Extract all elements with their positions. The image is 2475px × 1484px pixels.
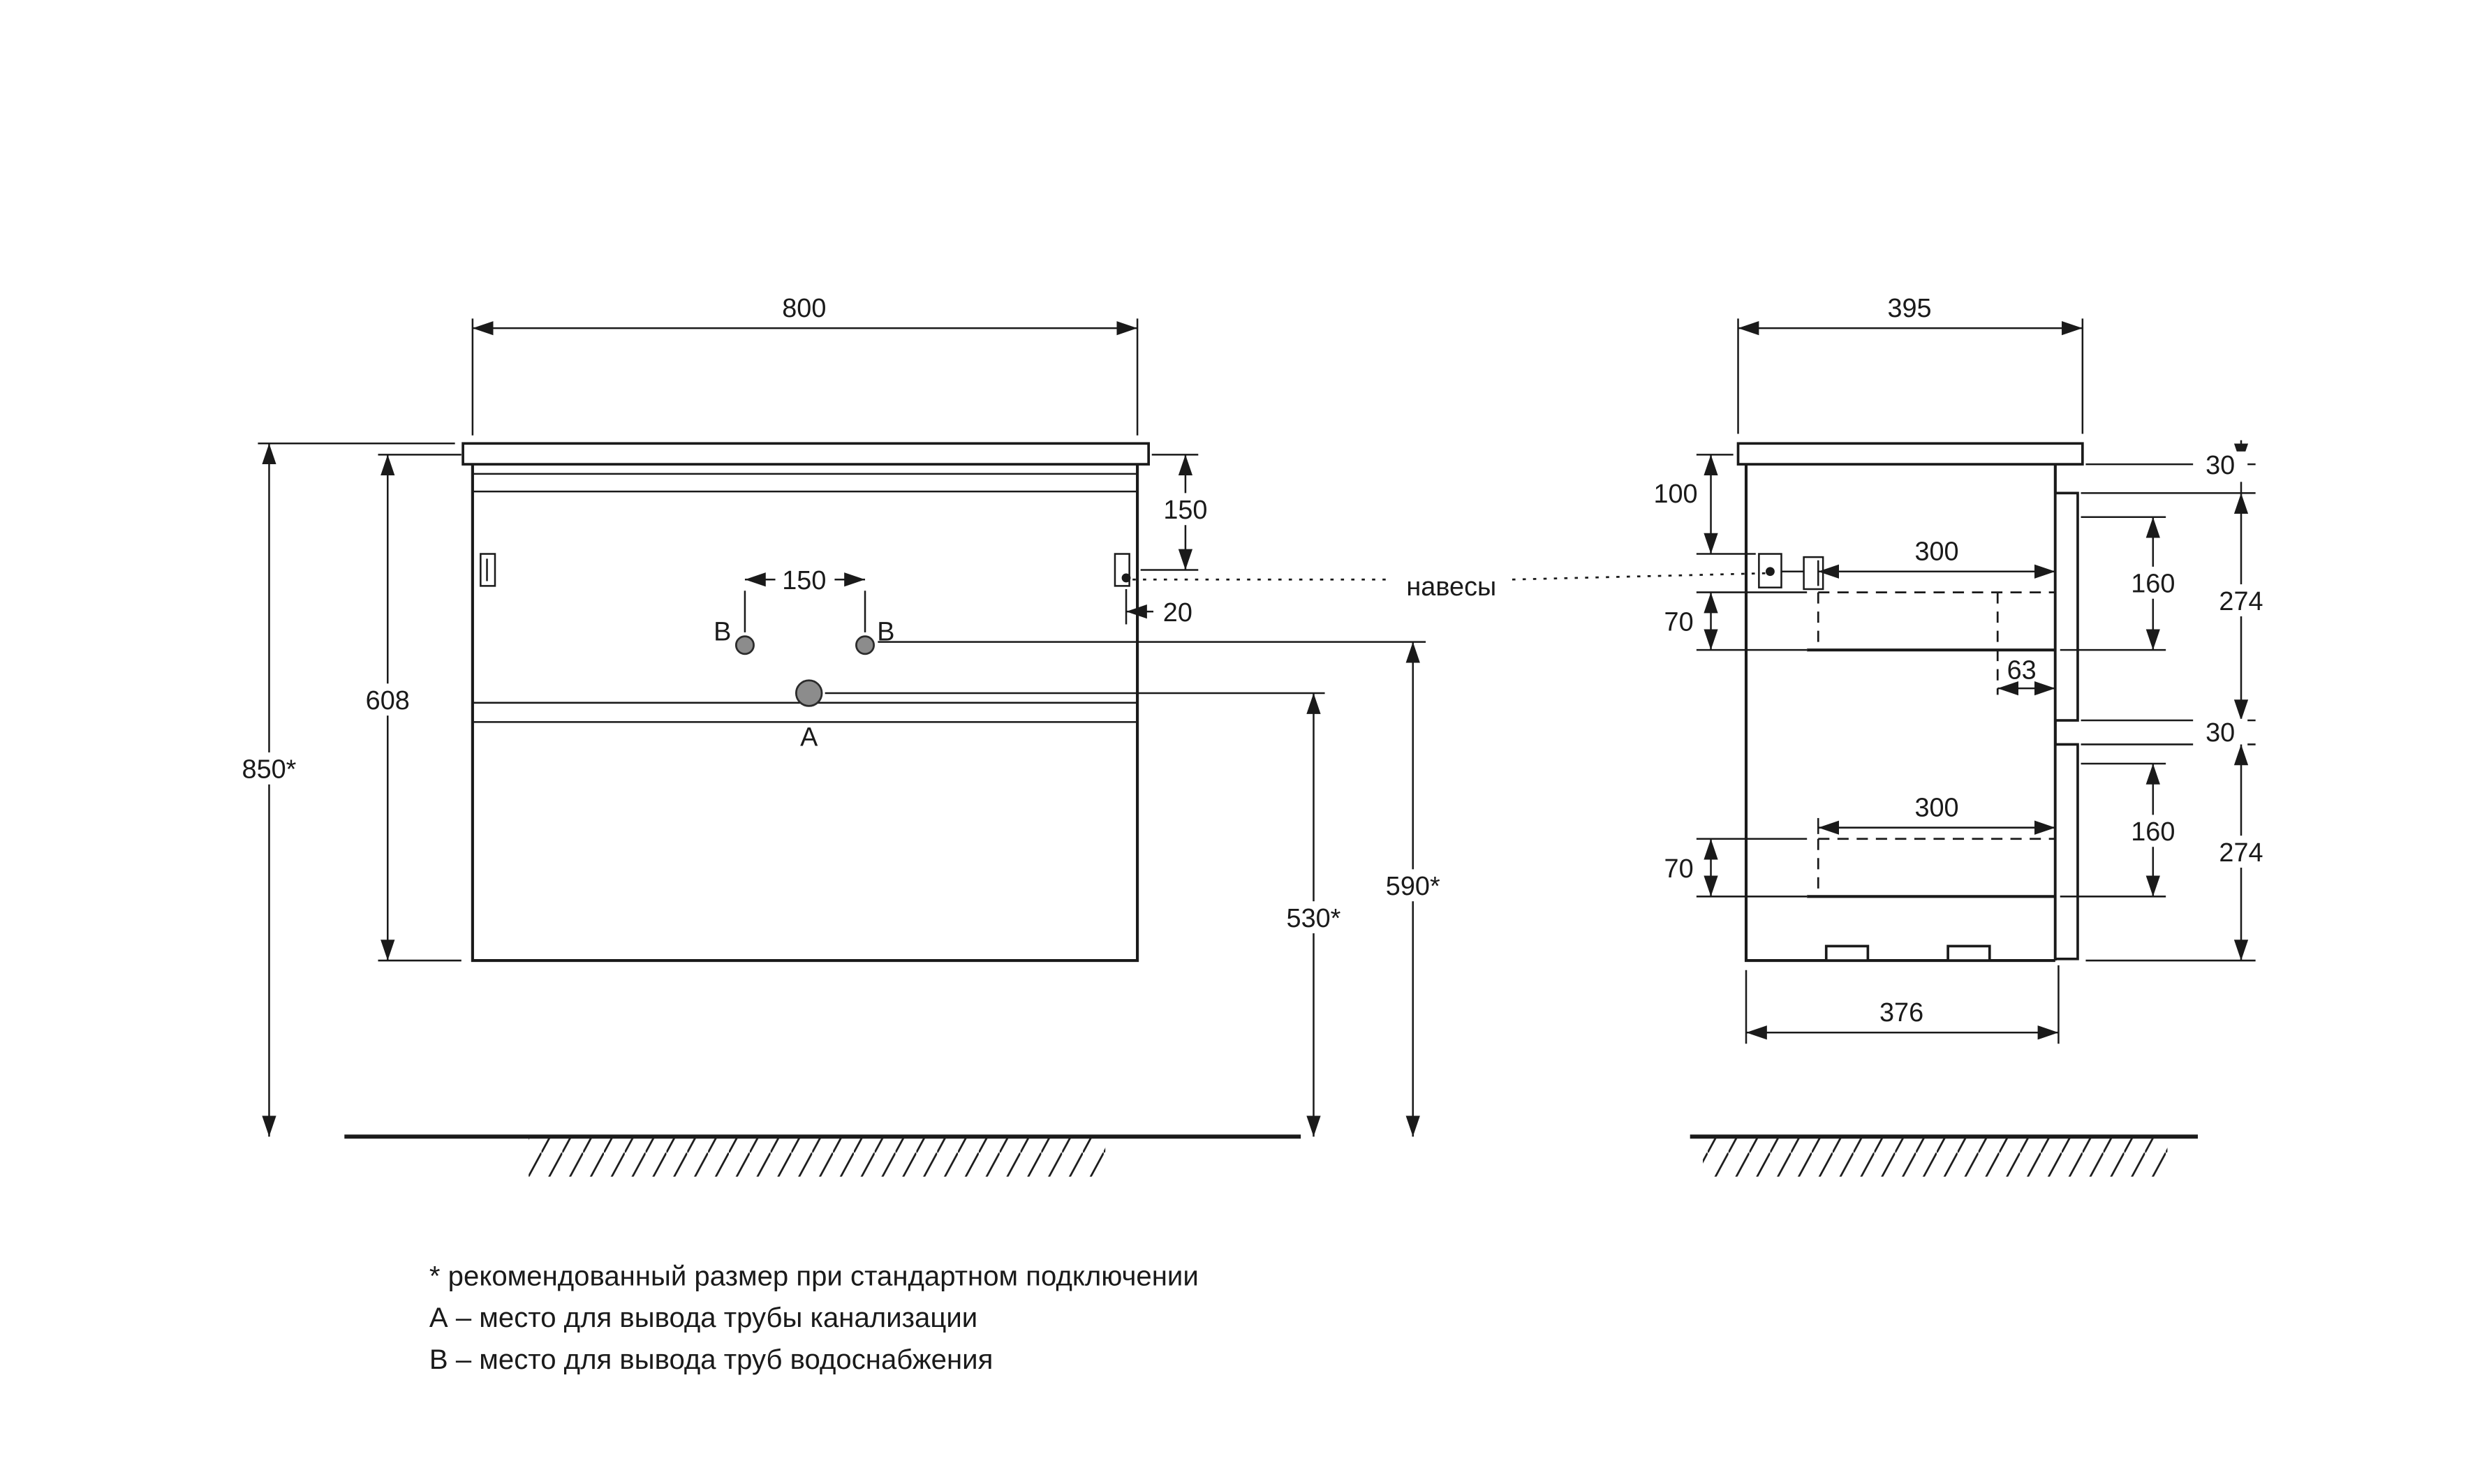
hole-b-right xyxy=(855,635,876,655)
floor-hatch-left xyxy=(529,1138,1106,1177)
hanger-screw-dot xyxy=(1121,573,1131,583)
dim-label-20: 20 xyxy=(1163,598,1192,628)
side-countertop xyxy=(1736,442,2084,466)
dim-label-30-lower: 30 xyxy=(2206,718,2235,748)
side-drawer-front-lower xyxy=(2054,743,2079,960)
front-cabinet-outline xyxy=(461,442,1150,963)
dim-front-width: 800 xyxy=(471,294,1139,436)
dim-side-back-offset: 63 xyxy=(1997,655,2055,696)
side-cabinet-outline xyxy=(1736,442,2084,963)
dim-label-70-lower: 70 xyxy=(1664,854,1694,884)
dim-label-300-upper: 300 xyxy=(1914,537,1958,567)
hanger-screw-dot-side xyxy=(1765,567,1775,577)
dim-label-608: 608 xyxy=(366,686,410,715)
side-view: 395 100 70 300 63 xyxy=(1653,294,2275,1044)
dim-a-hole-height: 530* xyxy=(825,692,1356,1137)
note-water-supply-location: B – место для вывода труб водоснабжения xyxy=(429,1344,993,1375)
front-hanger-right xyxy=(1114,553,1131,587)
dim-side-lower-inner-height: 160 xyxy=(2060,762,2184,898)
bottom-notch-right xyxy=(1946,944,1991,962)
dim-side-upper-reveal: 30 xyxy=(2085,440,2256,494)
dim-side-lower-gap: 70 xyxy=(1664,838,1808,898)
hangers-callout-label: навесы xyxy=(1406,572,1496,602)
label-a: A xyxy=(800,723,818,752)
front-countertop xyxy=(461,442,1150,466)
dim-label-376: 376 xyxy=(1879,998,1923,1027)
dim-label-100: 100 xyxy=(1653,480,1697,509)
dim-label-395: 395 xyxy=(1887,294,1931,323)
front-carcass xyxy=(471,464,1139,963)
dim-label-850: 850* xyxy=(242,755,297,785)
dim-label-800: 800 xyxy=(782,294,826,323)
floor-left xyxy=(344,1134,1301,1177)
dim-front-body-height: 608 xyxy=(354,454,461,962)
bottom-notch-left xyxy=(1824,944,1870,962)
dim-label-530: 530* xyxy=(1287,904,1341,933)
side-drawer-upper-hidden xyxy=(1807,591,2055,695)
dim-hanger-side-offset: 20 xyxy=(1125,588,1192,628)
dim-b-hole-spacing: 150 xyxy=(744,566,866,632)
floor-right xyxy=(1690,1134,2199,1177)
dim-side-top-offset: 100 xyxy=(1653,454,1756,555)
dim-side-upper-front-height: 274 xyxy=(2081,492,2275,722)
side-drawer-front-upper xyxy=(2054,491,2079,722)
side-drawer-lower-hidden xyxy=(1807,838,2055,898)
hole-b-left xyxy=(734,635,755,655)
dim-label-150-top: 150 xyxy=(1163,496,1207,525)
floor-hatch-right xyxy=(1703,1138,2168,1177)
front-hanger-left xyxy=(480,553,496,587)
dim-side-upper-gap: 70 xyxy=(1664,591,1808,651)
dim-label-300-lower: 300 xyxy=(1914,794,1958,823)
dim-label-590: 590* xyxy=(1386,872,1440,901)
notes: * рекомендованный размер при стандартном… xyxy=(429,1261,1199,1375)
note-drain-location: А – место для вывода трубы канализации xyxy=(429,1302,977,1333)
dim-side-lower-reveal: 30 xyxy=(2081,718,2256,750)
dim-side-depth: 395 xyxy=(1737,294,2084,434)
dim-label-274-upper: 274 xyxy=(2219,587,2263,616)
dim-b-hole-height: 590* xyxy=(878,641,1455,1137)
label-b-left: B xyxy=(714,617,731,646)
hole-a xyxy=(795,679,823,707)
dim-label-30-upper: 30 xyxy=(2206,451,2235,480)
dim-label-63: 63 xyxy=(2007,655,2037,685)
dim-label-274-lower: 274 xyxy=(2219,838,2263,868)
drain-hole: A xyxy=(795,679,823,752)
dim-side-lower-front-height: 274 xyxy=(2085,744,2275,962)
dim-side-lower-drawer-depth: 300 xyxy=(1817,794,2055,835)
water-supply-holes: B B xyxy=(714,617,894,655)
dim-label-70-upper: 70 xyxy=(1664,608,1694,637)
dim-front-overall-height: 850* xyxy=(229,443,455,1137)
side-hanger xyxy=(1758,553,1824,591)
dim-label-150-holes: 150 xyxy=(782,566,826,595)
dim-label-160-upper: 160 xyxy=(2131,570,2175,599)
dim-side-upper-inner-height: 160 xyxy=(2060,516,2184,651)
dim-hanger-top-offset: 150 xyxy=(1140,454,1216,571)
front-view: 800 608 850* 150 20 xyxy=(229,294,1455,1137)
side-carcass xyxy=(1744,464,2055,963)
dim-label-160-lower: 160 xyxy=(2131,817,2175,847)
note-recommended-size: * рекомендованный размер при стандартном… xyxy=(429,1261,1199,1292)
dim-side-upper-drawer-depth: 300 xyxy=(1817,537,2055,586)
hangers-callout: навесы xyxy=(1132,572,1772,602)
dim-side-bottom-depth: 376 xyxy=(1745,965,2060,1044)
